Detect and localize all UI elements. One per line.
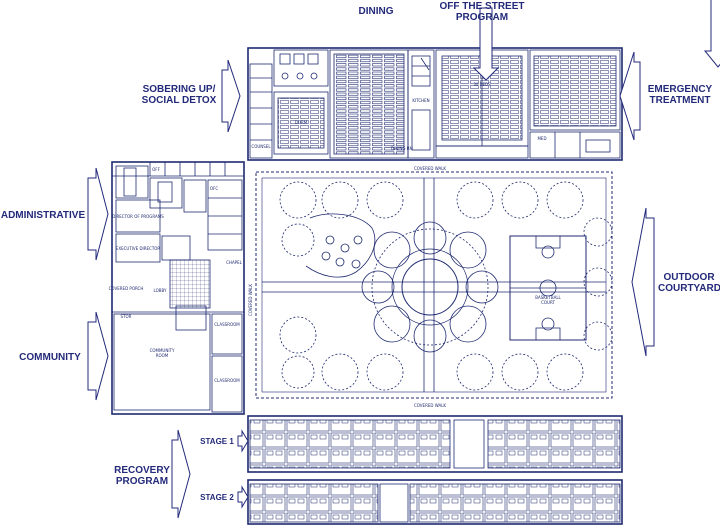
community-room-text-1: COMMUNITY <box>150 348 175 353</box>
administrative-arrow-icon <box>87 167 109 261</box>
emergency-label-line2: TREATMENT <box>649 95 711 106</box>
top-building <box>247 47 623 161</box>
classroom-b-text: CLASSROOM <box>214 378 240 383</box>
emergency-label: EMERGENCY TREATMENT <box>644 84 716 106</box>
community-arrow-icon <box>87 311 109 401</box>
stage1-label: STAGE 1 <box>200 437 234 446</box>
recovery-label-line2: PROGRAM <box>115 476 169 487</box>
outdoor-label-line2: COURTYARD <box>658 283 720 294</box>
emergency-arrow-icon <box>619 51 641 141</box>
recovery-label: RECOVERY PROGRAM <box>110 465 174 487</box>
sobering-label: SOBERING UP/ SOCIAL DETOX <box>134 84 224 106</box>
ofc-text: OFC <box>210 186 218 191</box>
outdoor-label-line1: OUTDOOR <box>663 272 715 283</box>
kitchen-text: KITCHEN <box>412 98 429 103</box>
covered-walk-bottom-text: COVERED WALK <box>414 403 446 408</box>
recovery-building <box>247 415 623 525</box>
classroom-a-text: CLASSROOM <box>214 322 240 327</box>
courtyard <box>255 171 613 399</box>
covered-walk-side-text: COVERED WALK <box>248 284 253 316</box>
beds-text: 30 BEDS <box>473 82 491 87</box>
off-street-label: OFF THE STREET PROGRAM <box>436 1 528 23</box>
lobby-text: LOBBY <box>154 288 168 293</box>
dorm-text: DORM <box>295 120 308 125</box>
stage2-label: STAGE 2 <box>200 493 234 502</box>
director-programs-text: DIRECTOR OF PROGRAMS <box>112 214 164 219</box>
executive-director-text: EXECUTIVE DIRECTOR <box>116 246 161 251</box>
community-label: COMMUNITY <box>19 352 81 363</box>
dining-arrow-icon <box>703 0 720 68</box>
sobering-label-line2: SOCIAL DETOX <box>141 95 217 106</box>
off-street-label-line2: PROGRAM <box>455 12 509 23</box>
outdoor-arrow-icon <box>631 207 655 357</box>
counsel-text: COUNSEL <box>251 144 271 149</box>
stage2-arrow-icon <box>237 485 249 509</box>
off-street-label-line1: OFF THE STREET <box>439 1 525 12</box>
office-text: OFF <box>152 167 160 172</box>
recovery-label-line1: RECOVERY <box>114 465 170 476</box>
covered-porch-text: COVERED PORCH <box>109 286 144 291</box>
outdoor-label: OUTDOOR COURTYARD <box>658 272 720 294</box>
sobering-arrow-icon <box>221 59 241 133</box>
med-text: MED <box>537 136 546 141</box>
sobering-label-line1: SOBERING UP/ <box>142 84 216 95</box>
off-street-arrow-icon <box>472 7 500 81</box>
dining-label: DINING <box>358 6 394 17</box>
community-room-text-2: ROOM <box>156 353 169 358</box>
administrative-label: ADMINISTRATIVE <box>0 210 86 221</box>
recovery-arrow-icon <box>171 429 191 519</box>
dining-room-text: DINING RM <box>391 146 414 151</box>
court-text: COURT <box>541 300 555 305</box>
covered-walk-top-text: COVERED WALK <box>414 166 446 171</box>
stage1-arrow-icon <box>237 429 249 453</box>
storage-text: STOR <box>121 314 132 319</box>
left-building <box>111 161 245 415</box>
emergency-label-line1: EMERGENCY <box>647 84 713 95</box>
chapel-text: CHAPEL <box>226 260 242 265</box>
basketball-text: BASKETBALL <box>535 295 561 300</box>
